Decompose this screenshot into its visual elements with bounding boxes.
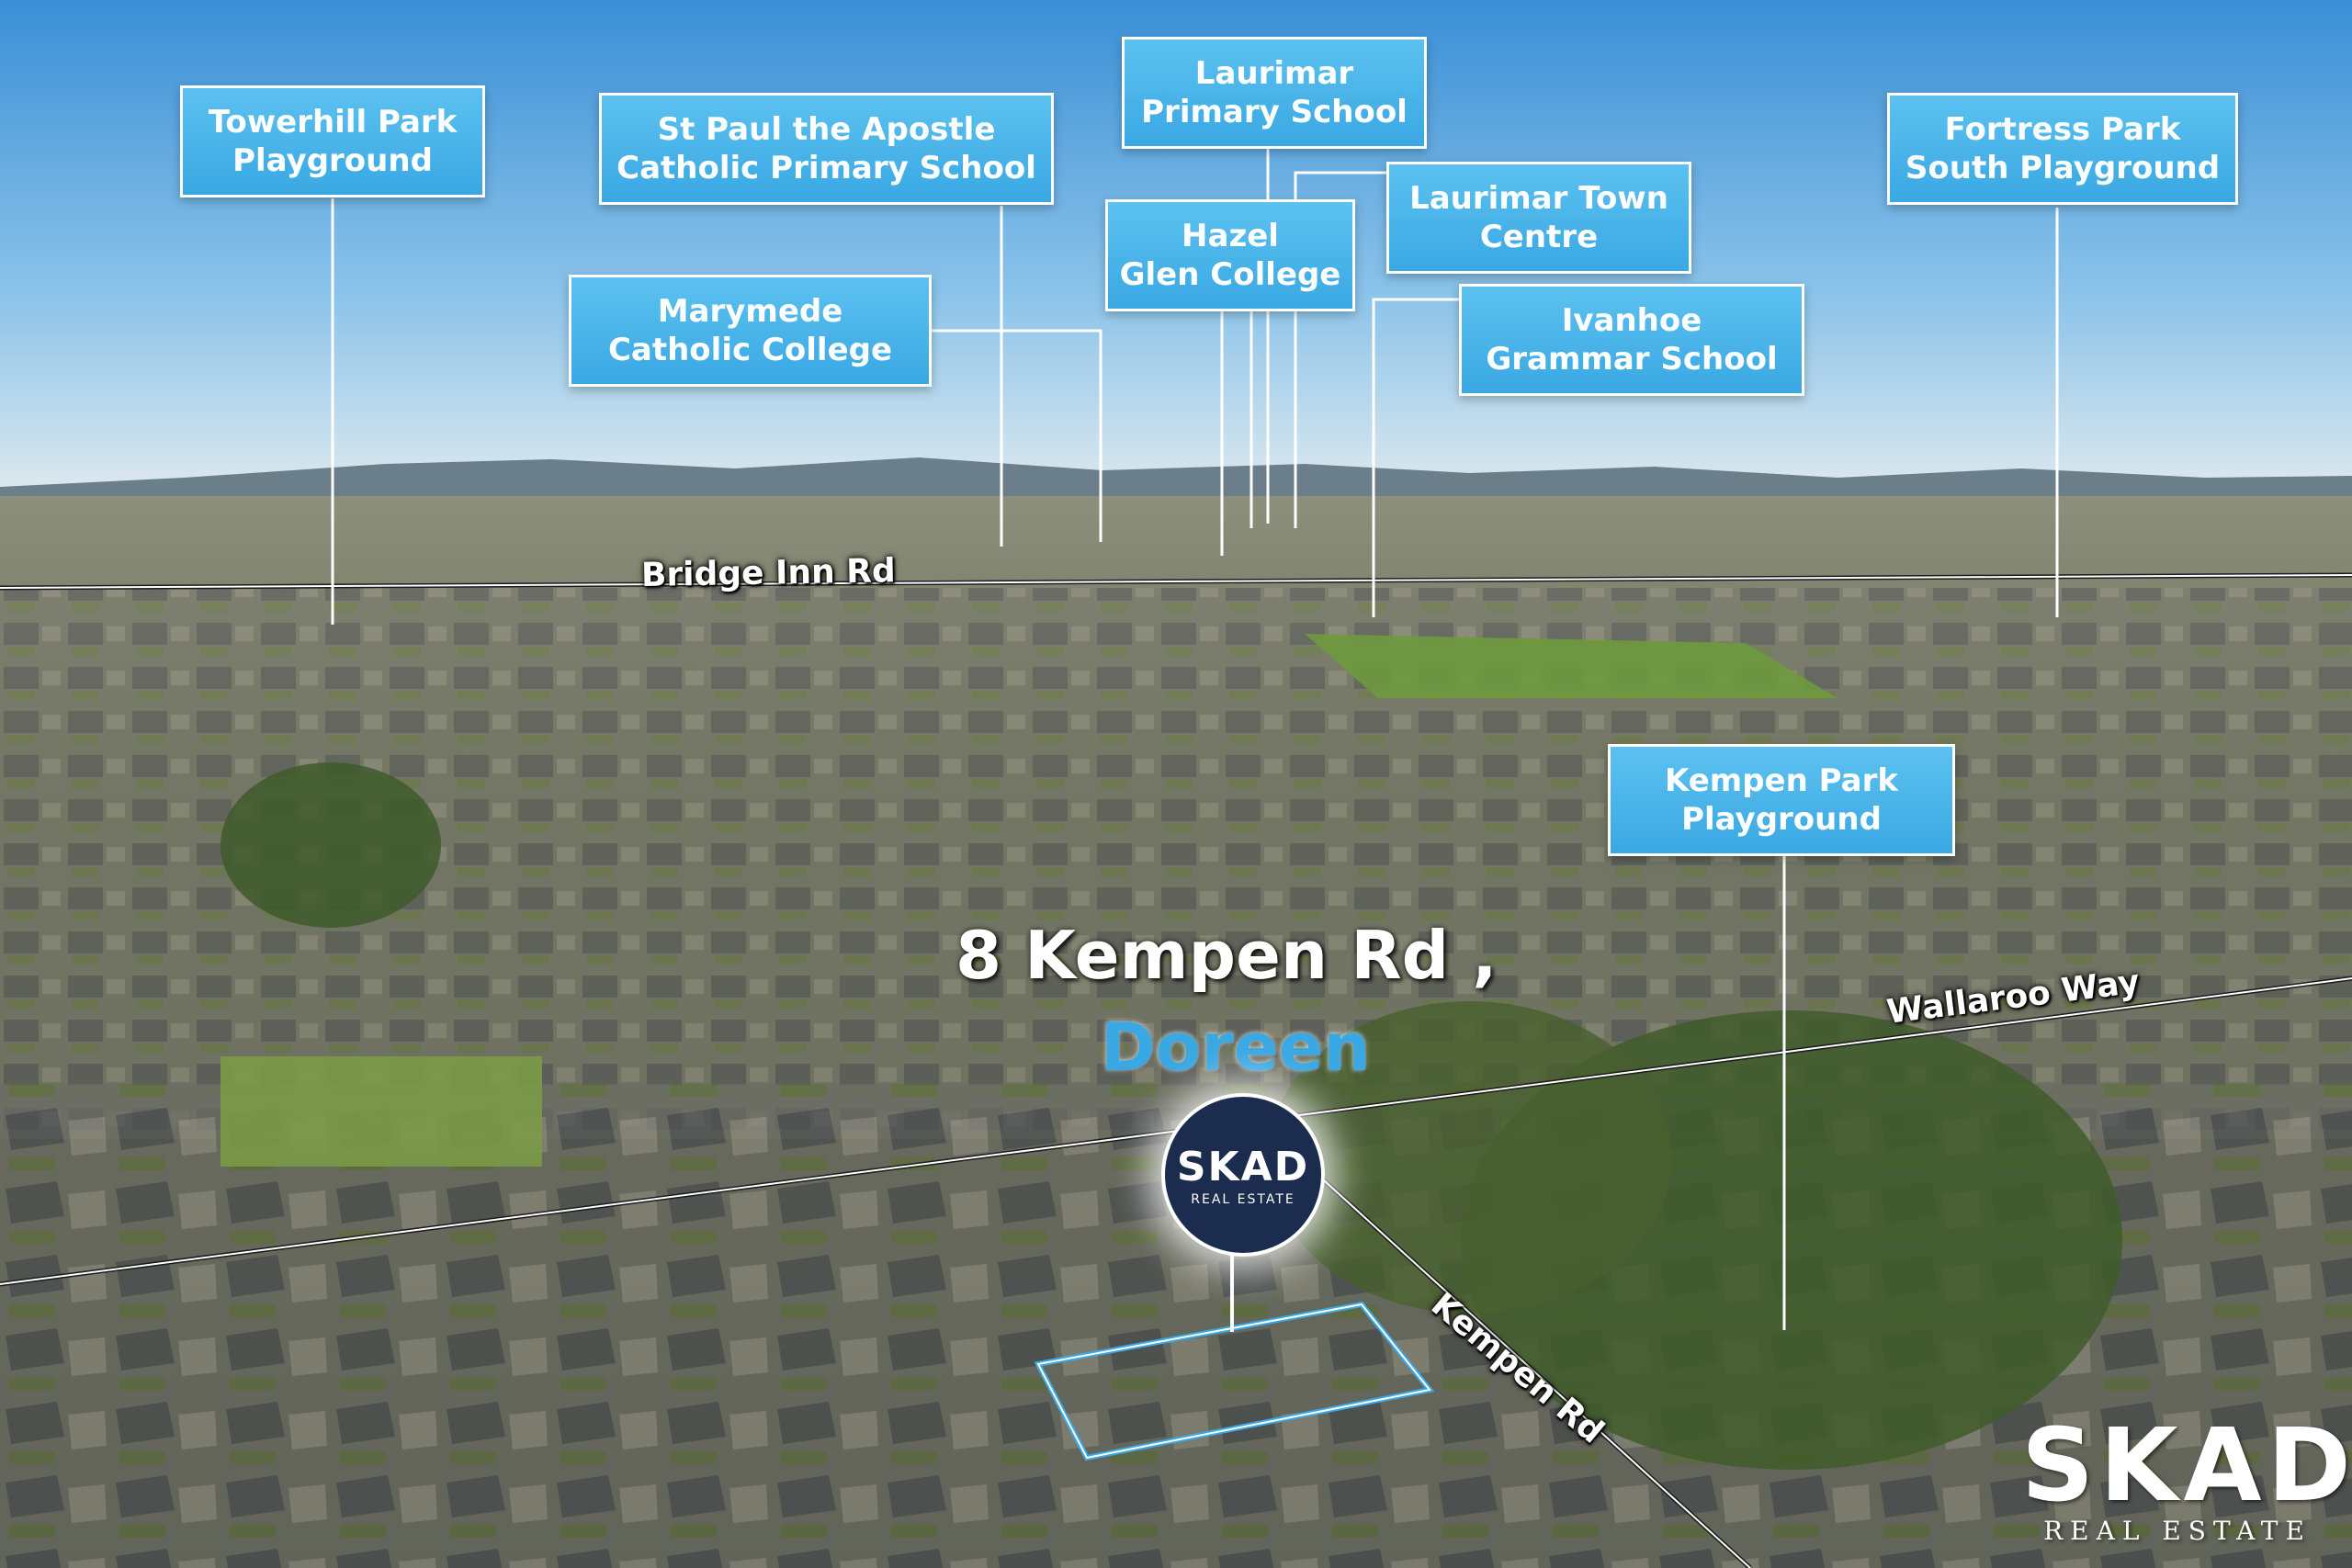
label-kempen-park-playground: Kempen Park Playground [1608,744,1955,856]
label-marymede-catholic-college: Marymede Catholic College [569,275,932,387]
logo-brand: SKAD [2021,1406,2352,1524]
label-towerhill-park-playground: Towerhill Park Playground [180,85,485,197]
agency-logo: SKAD REAL ESTATE [2021,1406,2352,1546]
address-street: 8 Kempen Rd , [956,917,1498,994]
label-st-paul-the-apostle: St Paul the Apostle Catholic Primary Sch… [599,93,1054,205]
pin-brand: SKAD [1176,1143,1310,1190]
label-laurimar-primary-school: Laurimar Primary School [1122,37,1427,149]
label-ivanhoe-grammar-school: Ivanhoe Grammar School [1459,284,1804,396]
label-hazel-glen-college: Hazel Glen College [1105,199,1355,311]
pin-sub: REAL ESTATE [1191,1191,1295,1207]
label-laurimar-town-centre: Laurimar Town Centre [1386,162,1691,274]
logo-sub: REAL ESTATE [2043,1516,2312,1546]
label-fortress-park-south-playground: Fortress Park South Playground [1887,93,2238,205]
property-pin-logo: SKAD REAL ESTATE [1161,1093,1325,1257]
address-suburb: Doreen [1101,1009,1371,1086]
road-label-bridge-inn-rd: Bridge Inn Rd [640,552,897,594]
